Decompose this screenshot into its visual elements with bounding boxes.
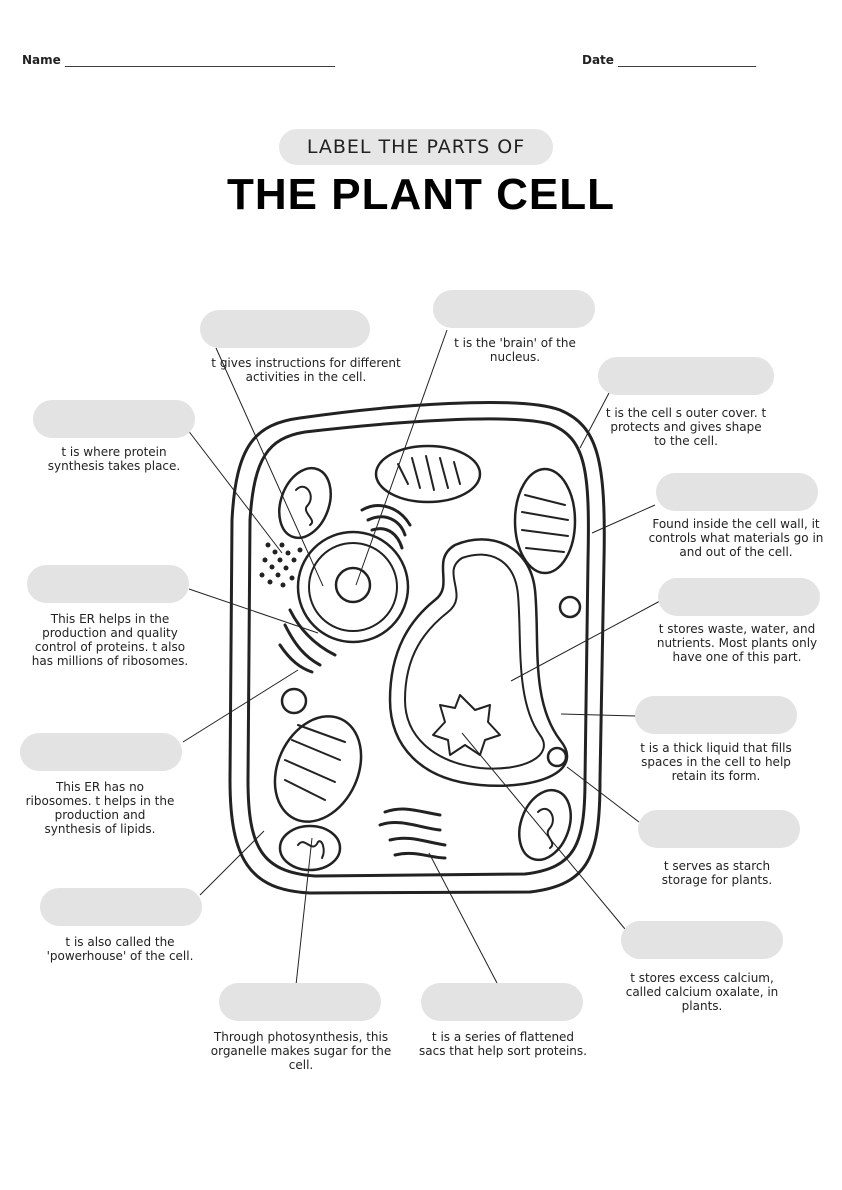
vacuole-inner: [404, 553, 545, 770]
name-label: Name: [22, 53, 61, 67]
label-box-mitochondria[interactable]: [40, 888, 202, 926]
label-box-amyloplast[interactable]: [638, 810, 800, 848]
desc-nucleolus: t is the 'brain' of the nucleus.: [454, 336, 576, 364]
desc-cell-membrane: Found inside the cell wall, it controls …: [648, 517, 824, 559]
label-box-vacuole[interactable]: [658, 578, 820, 616]
nucleolus-shape: [334, 566, 372, 604]
vesicle-right: [558, 595, 582, 619]
leader-lines: [182, 329, 661, 986]
name-field[interactable]: Name ___________________________________…: [22, 53, 335, 67]
crystal-shape: [432, 694, 501, 756]
desc-rough-er: This ER helps in the production and qual…: [31, 612, 189, 668]
name-line: ________________________________________…: [64, 53, 335, 67]
vesicle-bottom-right: [546, 746, 568, 768]
chloroplast-bottom-left: [273, 715, 363, 823]
subtitle-pill: LABEL THE PARTS OF: [279, 129, 553, 165]
label-box-cell-membrane[interactable]: [656, 473, 818, 511]
date-line: _______________________: [618, 53, 757, 67]
cell-wall-shape: [228, 400, 606, 895]
label-box-cytoplasm[interactable]: [635, 696, 797, 734]
label-box-crystal[interactable]: [621, 921, 783, 959]
desc-amyloplast: t serves as starch storage for plants.: [661, 859, 773, 887]
label-box-nucleus[interactable]: [200, 310, 370, 348]
label-box-smooth-er[interactable]: [20, 733, 182, 771]
chloroplast-top: [374, 444, 482, 504]
desc-ribosomes: t is where protein synthesis takes place…: [47, 445, 181, 473]
mitochondrion-bottom-left: [278, 824, 342, 872]
ribosome-dots: [259, 542, 303, 588]
desc-golgi: t is a series of flattened sacs that hel…: [419, 1030, 587, 1058]
cell-membrane-shape: [246, 417, 590, 878]
label-box-ribosomes[interactable]: [33, 400, 195, 438]
label-box-cell-wall[interactable]: [598, 357, 774, 395]
mitochondrion-bottom-right: [518, 788, 572, 862]
desc-smooth-er: This ER has no ribosomes. t helps in the…: [25, 780, 175, 836]
rough-er-shape: [278, 608, 337, 674]
desc-vacuole: t stores waste, water, and nutrients. Mo…: [656, 622, 818, 664]
desc-crystal: t stores excess calcium, called calcium …: [625, 971, 779, 1013]
label-box-rough-er[interactable]: [27, 565, 189, 603]
desc-chloroplast: Through photosynthesis, this organelle m…: [210, 1030, 392, 1072]
vesicle-left: [280, 687, 308, 715]
desc-cell-wall: t is the cell s outer cover. t protects …: [605, 406, 767, 448]
label-box-chloroplast[interactable]: [219, 983, 381, 1021]
label-box-nucleolus[interactable]: [433, 290, 595, 328]
golgi-shape: [378, 807, 447, 860]
desc-mitochondria: t is also called the 'powerhouse' of the…: [46, 935, 194, 963]
nucleus-inner: [308, 542, 398, 632]
date-field[interactable]: Date _______________________: [582, 53, 756, 67]
date-label: Date: [582, 53, 614, 67]
mitochondrion-top-left: [278, 466, 332, 540]
desc-cytoplasm: t is a thick liquid that fills spaces in…: [640, 741, 792, 783]
vacuole-shape: [388, 538, 569, 787]
page-title: THE PLANT CELL: [227, 170, 615, 219]
desc-nucleus: t gives instructions for different activ…: [211, 356, 401, 384]
chloroplast-right: [513, 467, 577, 575]
nucleus-shape: [296, 530, 410, 644]
label-box-golgi[interactable]: [421, 983, 583, 1021]
